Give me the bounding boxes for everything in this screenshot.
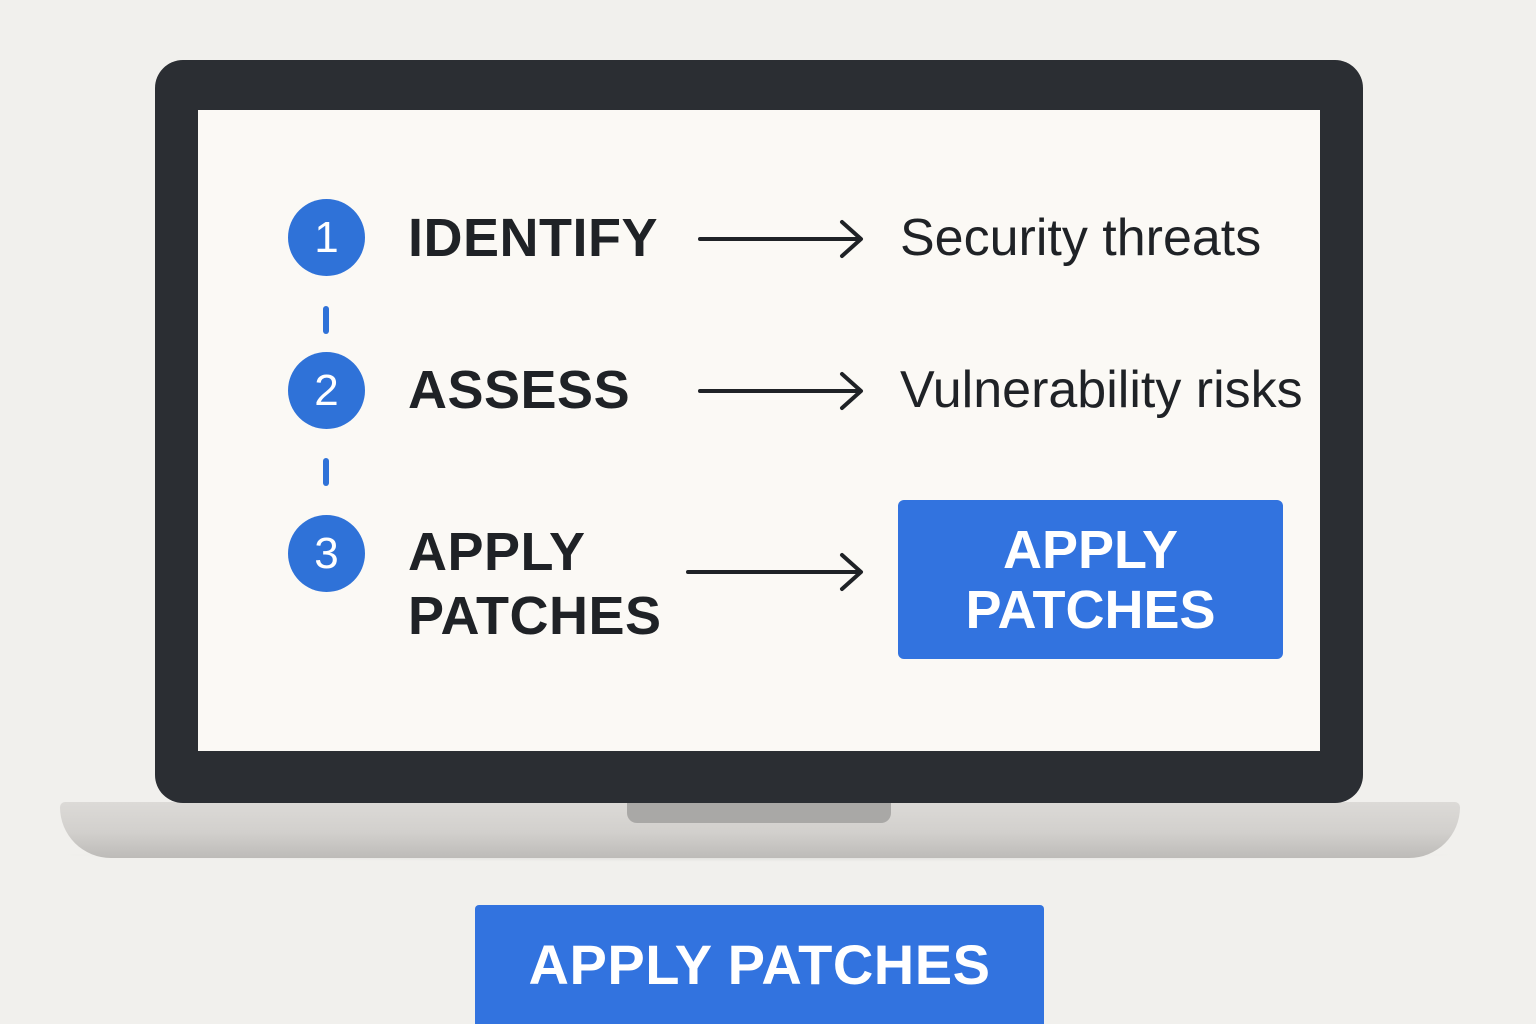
step-3-title-line2: PATCHES (408, 586, 662, 646)
step-2-number: 2 (314, 365, 339, 415)
step-2-badge: 2 (288, 352, 365, 429)
step-3-number: 3 (314, 528, 339, 578)
step-connector (323, 306, 329, 334)
arrow-right-icon (698, 369, 866, 413)
arrow-right-icon (698, 217, 866, 261)
apply-patches-button-label: APPLY PATCHES (965, 520, 1215, 640)
laptop-hinge-notch (627, 802, 891, 823)
step-1-number: 1 (314, 212, 339, 262)
step-connector (323, 458, 329, 486)
step-3-badge: 3 (288, 515, 365, 592)
step-1-badge: 1 (288, 199, 365, 276)
arrow-right-icon (686, 550, 866, 594)
step-2-title: ASSESS (408, 360, 631, 420)
apply-patches-main-button[interactable]: APPLY PATCHES (475, 905, 1044, 1024)
step-1-result: Security threats (900, 209, 1262, 267)
step-2-result: Vulnerability risks (900, 361, 1303, 419)
apply-patches-button-line2: PATCHES (965, 579, 1216, 640)
step-1-title: IDENTIFY (408, 208, 659, 268)
apply-patches-main-button-label: APPLY PATCHES (528, 933, 991, 996)
step-3-title-line1: APPLY (408, 522, 586, 582)
apply-patches-button-line1: APPLY (1002, 519, 1179, 580)
apply-patches-button[interactable]: APPLY PATCHES (898, 500, 1283, 659)
